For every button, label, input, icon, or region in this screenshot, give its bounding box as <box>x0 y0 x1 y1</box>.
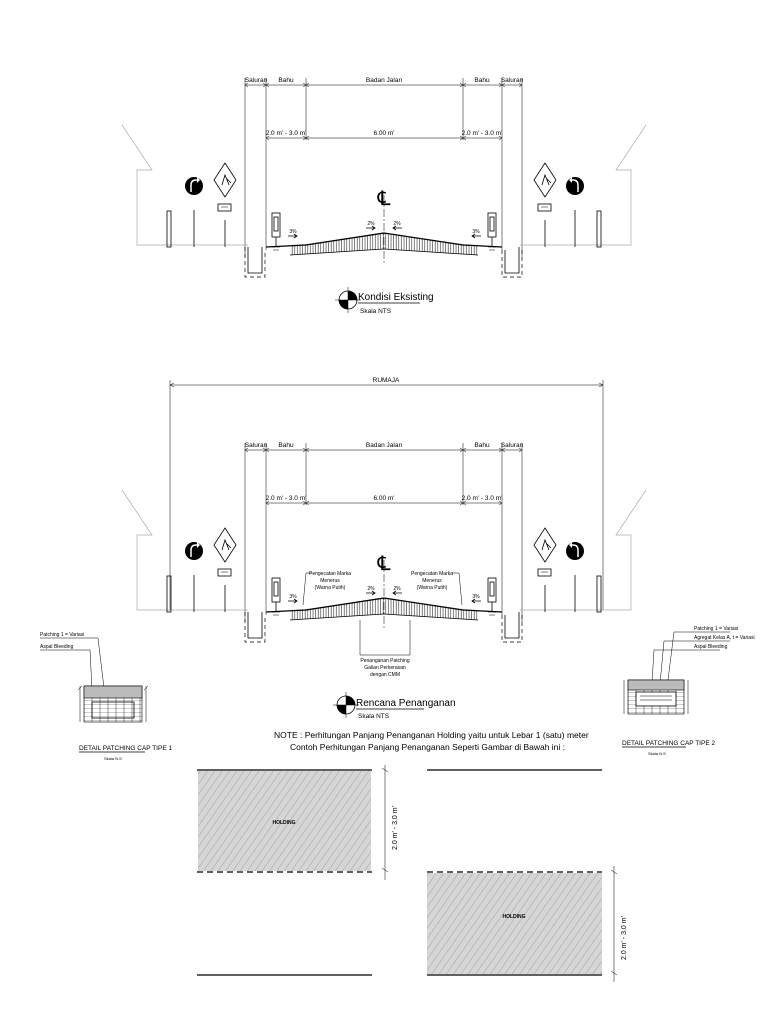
svg-text:(Warna Putih): (Warna Putih) <box>417 585 448 591</box>
detail-patching-type2: Patching 1 = Variasi Agregat Kelas A, t … <box>622 626 755 756</box>
detail1-label2: Aspal Bleeding <box>40 644 74 650</box>
centerline-symbol: ℄ <box>377 553 391 575</box>
dim-road-width: 6.00 m' <box>373 130 394 137</box>
holding-example-right: HOLDING 2.0 m' - 3.0 m' <box>427 769 628 982</box>
detail2-title: DETAIL PATCHING CAP TIPE 2 <box>622 740 715 747</box>
slope-center-right: 2% <box>393 586 401 592</box>
label-bahu-left: Bahu <box>278 77 294 84</box>
detail1-title: DETAIL PATCHING CAP TIPE 1 <box>79 745 172 752</box>
existing-cross-section: Saluran Bahu Badan Jalan Bahu Saluran 2.… <box>121 77 647 278</box>
dim-shoulder-left: 2.0 m' - 3.0 m' <box>266 130 307 137</box>
label-saluran-right: Saluran <box>501 77 524 84</box>
plan-scale: Skala NTS <box>358 713 390 720</box>
slope-center-left: 2% <box>367 586 375 592</box>
detail2-label3: Aspal Bleeding <box>694 644 728 650</box>
dim-shoulder-right: 2.0 m' - 3.0 m' <box>462 130 503 137</box>
holding-label-left: HOLDING <box>272 820 295 826</box>
svg-text:Penanganan Patching: Penanganan Patching <box>360 658 409 664</box>
label-saluran-left: Saluran <box>245 442 268 449</box>
marking-left-annotation: Pengecatan Marka Menerus (Warna Putih) <box>302 571 351 606</box>
holding-dim-right: 2.0 m' - 3.0 m' <box>621 916 628 960</box>
label-bahu-right: Bahu <box>474 77 490 84</box>
detail1-scale: Skala N.S <box>104 756 122 761</box>
note-line1: NOTE : Perhitungan Panjang Penanganan Ho… <box>274 730 589 740</box>
plan-title: Rencana Penanganan <box>356 698 456 709</box>
marking-right-annotation: Pengecatan Marka Menerus (Warna Putih) <box>411 571 463 606</box>
plan-title-block: Rencana Penanganan Skala NTS <box>332 691 456 720</box>
dim-shoulder-left: 2.0 m' - 3.0 m' <box>266 495 307 502</box>
dim-road-width: 6.00 m' <box>373 495 394 502</box>
svg-text:Menerus: Menerus <box>320 578 340 584</box>
slope-right: 3% <box>472 594 480 600</box>
svg-text:Pengecatan Marka: Pengecatan Marka <box>309 571 351 577</box>
label-bahu-left: Bahu <box>278 442 294 449</box>
svg-text:Menerus: Menerus <box>422 578 442 584</box>
label-bahu-right: Bahu <box>474 442 490 449</box>
slope-center-left: 2% <box>367 221 375 227</box>
rumaja-dimension: RUMAJA <box>169 377 604 610</box>
label-badan-jalan: Badan Jalan <box>366 77 403 84</box>
detail2-label2: Agregat Kelas A, t = Variasi <box>694 635 755 641</box>
slope-center-right: 2% <box>393 221 401 227</box>
label-saluran-left: Saluran <box>245 77 268 84</box>
detail2-scale: Skala N.S <box>648 751 666 756</box>
patching-annotation: Penanganan Patching Galian Perkerasan de… <box>359 620 411 678</box>
svg-text:Galian Perkerasan: Galian Perkerasan <box>364 665 406 671</box>
label-rumaja: RUMAJA <box>373 377 400 384</box>
detail-patching-type1: Patching 1 = Variasi Aspal Bleeding DETA… <box>40 632 172 761</box>
plan-cross-section: Saluran Bahu Badan Jalan Bahu Saluran 2.… <box>121 442 647 678</box>
existing-scale: Skala NTS <box>360 308 392 315</box>
note-line2: Contoh Perhitungan Panjang Penanganan Se… <box>290 742 565 752</box>
detail1-label1: Patching 1 = Variasi <box>40 632 84 638</box>
holding-example-left: HOLDING 2.0 m' - 3.0 m' <box>197 765 399 976</box>
slope-left: 3% <box>289 229 297 235</box>
slope-left: 3% <box>289 594 297 600</box>
note-block: NOTE : Perhitungan Panjang Penanganan Ho… <box>274 730 589 752</box>
centerline-symbol: ℄ <box>377 188 391 210</box>
holding-label-right: HOLDING <box>502 914 525 920</box>
dim-shoulder-right: 2.0 m' - 3.0 m' <box>462 495 503 502</box>
svg-text:dengan CMM: dengan CMM <box>370 672 400 678</box>
svg-text:(Warna Putih): (Warna Putih) <box>315 585 346 591</box>
detail2-label1: Patching 1 = Variasi <box>694 626 738 632</box>
svg-text:Pengecatan Marka: Pengecatan Marka <box>411 571 453 577</box>
holding-dim-left: 2.0 m' - 3.0 m' <box>392 806 399 850</box>
existing-title: Kondisi Eksisting <box>358 292 434 303</box>
slope-right: 3% <box>472 229 480 235</box>
label-saluran-right: Saluran <box>501 442 524 449</box>
existing-title-block: Kondisi Eksisting Skala NTS <box>334 286 434 315</box>
label-badan-jalan: Badan Jalan <box>366 442 403 449</box>
